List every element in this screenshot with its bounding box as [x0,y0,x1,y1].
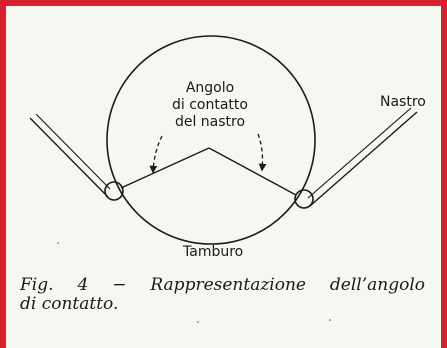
angle-right-side [208,147,297,196]
frame-top-border [0,0,447,6]
contact-angle-label-line3: del nastro [174,114,246,130]
contact-angle-label-line1: Angolo [185,80,235,96]
frame-right-border [441,0,447,348]
right-guide-roller [294,189,314,209]
drum-label: Tamburo [183,244,244,260]
tape-left-inner [35,113,111,190]
contact-angle-label-line2: di contatto [172,97,248,113]
tape-right-inner [307,107,412,199]
left-guide-roller [104,181,124,201]
angle-left-side [120,147,210,189]
figure-caption: Fig. 4 − Rappresentazione dell’angolo di… [20,276,425,314]
drum-circle [106,35,316,245]
contact-angle-label: Angolo di contatto del nastro [150,80,270,131]
right-angle-arrow [257,133,267,172]
tape-right-outer [309,111,418,207]
scan-speck [57,242,59,244]
caption-line1: Fig. 4 − Rappresentazione dell’angolo [20,275,425,295]
left-angle-arrow [149,135,163,174]
tape-label: Nastro [380,94,426,110]
scan-speck [197,321,199,323]
caption-line2: di contatto. [20,294,119,314]
tape-left-outer [29,117,109,198]
frame-left-border [0,0,6,348]
scan-speck [329,319,331,321]
